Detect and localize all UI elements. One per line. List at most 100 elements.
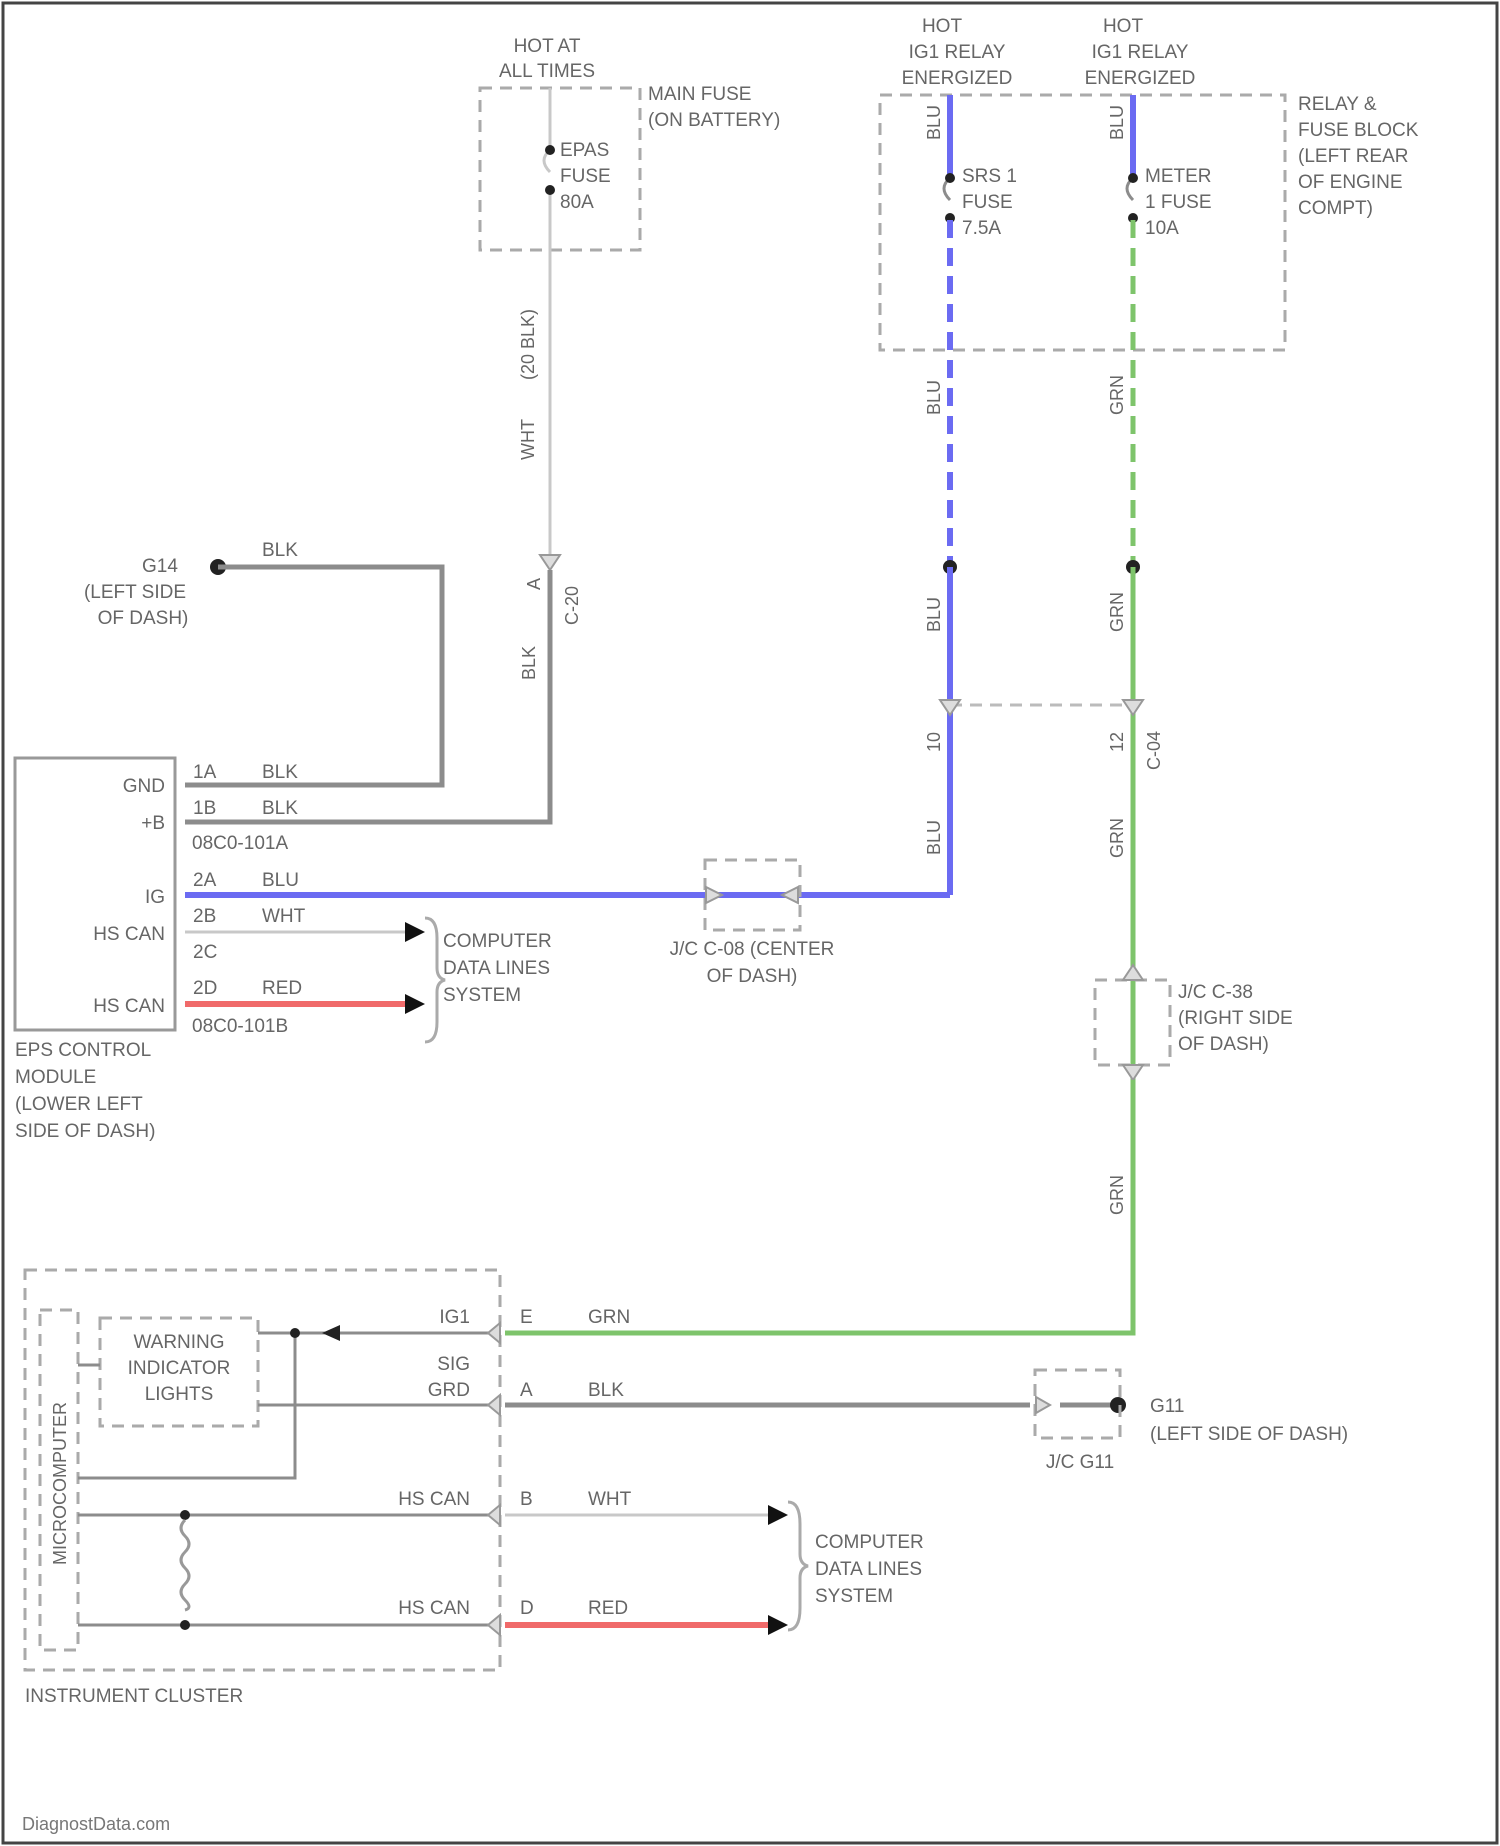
data-lines-2-3: SYSTEM bbox=[815, 1586, 893, 1607]
warning-lights-2: INDICATOR bbox=[128, 1358, 231, 1379]
ground-g11-terminal bbox=[1110, 1397, 1126, 1413]
eps-module-label-2: MODULE bbox=[15, 1067, 96, 1088]
relay-block-5: COMPT) bbox=[1298, 198, 1373, 219]
pin-12: 12 bbox=[1107, 732, 1127, 752]
conn-c20-label: C-20 bbox=[562, 586, 582, 625]
eps-pin-name-b: +B bbox=[141, 813, 165, 834]
wire-label: GRN bbox=[1107, 375, 1127, 415]
epas-fuse-1: EPAS bbox=[560, 140, 609, 161]
eps-pin-1b: 1B bbox=[193, 798, 216, 819]
cluster-pin-b: B bbox=[520, 1489, 533, 1510]
eps-pin-name-ig: IG bbox=[145, 887, 165, 908]
data-lines-1-2: DATA LINES bbox=[443, 958, 550, 979]
hot-main-line1: HOT AT bbox=[514, 36, 581, 57]
conn-c04-label: C-04 bbox=[1144, 731, 1164, 770]
data-lines-2-2: DATA LINES bbox=[815, 1559, 922, 1580]
srs-fuse-terminal bbox=[945, 173, 955, 183]
hot-ig1-right-1: HOT bbox=[1103, 16, 1144, 37]
hot-ig1-right-3: ENERGIZED bbox=[1085, 68, 1196, 89]
eps-module-label-4: SIDE OF DASH) bbox=[15, 1121, 155, 1142]
data-lines-1-3: SYSTEM bbox=[443, 985, 521, 1006]
eps-pin-2b: 2B bbox=[193, 906, 216, 927]
epas-fuse-terminal bbox=[545, 185, 555, 195]
ground-g11-loc: (LEFT SIDE OF DASH) bbox=[1150, 1424, 1348, 1445]
wire-label: BLK bbox=[588, 1380, 624, 1401]
conn-code-2: 08C0-101B bbox=[192, 1016, 288, 1037]
relay-block-1: RELAY & bbox=[1298, 94, 1377, 115]
meter-fuse-terminal bbox=[1128, 173, 1138, 183]
instrument-cluster-label: INSTRUMENT CLUSTER bbox=[25, 1686, 243, 1707]
wire-label: BLU bbox=[924, 105, 944, 140]
splice bbox=[290, 1328, 300, 1338]
wire-label: BLU bbox=[924, 380, 944, 415]
splice bbox=[180, 1620, 190, 1630]
microcomputer-label: MICROCOMPUTER bbox=[50, 1402, 70, 1565]
eps-pin-1a: 1A bbox=[193, 762, 217, 783]
diagram-border bbox=[3, 3, 1497, 1843]
eps-module-label-3: (LOWER LEFT bbox=[15, 1094, 143, 1115]
eps-module-label-1: EPS CONTROL bbox=[15, 1040, 151, 1061]
eps-pin-2d: 2D bbox=[193, 978, 217, 999]
footer-watermark: DiagnostData.com bbox=[22, 1814, 170, 1834]
meter-fuse-3: 10A bbox=[1145, 218, 1179, 239]
epas-fuse-2: FUSE bbox=[560, 166, 611, 187]
jc-c38-2: (RIGHT SIDE bbox=[1178, 1008, 1293, 1029]
wire-label: BLK bbox=[262, 798, 298, 819]
wire-label: BLU bbox=[924, 597, 944, 632]
wire-label: GRN bbox=[1107, 818, 1127, 858]
wire-label: GRN bbox=[588, 1307, 630, 1328]
wire-label: RED bbox=[262, 978, 302, 999]
wire-label: BLU bbox=[1107, 105, 1127, 140]
cluster-pin-name-ig1: IG1 bbox=[439, 1307, 470, 1328]
eps-pin-name-hscan: HS CAN bbox=[93, 996, 165, 1017]
cluster-pin-name-hscan: HS CAN bbox=[398, 1489, 470, 1510]
wire-label: RED bbox=[588, 1598, 628, 1619]
srs-fuse-2: FUSE bbox=[962, 192, 1013, 213]
relay-block-2: FUSE BLOCK bbox=[1298, 120, 1419, 141]
relay-block-3: (LEFT REAR bbox=[1298, 146, 1409, 167]
cluster-pin-e: E bbox=[520, 1307, 533, 1328]
jc-c38-3: OF DASH) bbox=[1178, 1034, 1269, 1055]
wire-label: BLK bbox=[262, 762, 298, 783]
meter-fuse-1: METER bbox=[1145, 166, 1212, 187]
cluster-pin-a: A bbox=[520, 1380, 533, 1401]
conn-a-label: A bbox=[524, 578, 544, 590]
wire-label: BLK bbox=[262, 540, 298, 561]
wire-label: WHT bbox=[588, 1489, 632, 1510]
wire-label: BLU bbox=[924, 820, 944, 855]
hot-main-line2: ALL TIMES bbox=[499, 61, 595, 82]
ground-g14-3: OF DASH) bbox=[98, 608, 189, 629]
jc-g11-label: J/C G11 bbox=[1046, 1452, 1114, 1473]
relay-block-4: OF ENGINE bbox=[1298, 172, 1403, 193]
jc-c08-2: OF DASH) bbox=[707, 966, 798, 987]
wire-label: BLU bbox=[262, 870, 299, 891]
hot-ig1-left-3: ENERGIZED bbox=[902, 68, 1013, 89]
hot-ig1-left-1: HOT bbox=[922, 16, 963, 37]
eps-pin-2a: 2A bbox=[193, 870, 217, 891]
srs-fuse-1: SRS 1 bbox=[962, 166, 1017, 187]
wire-label: WHT bbox=[262, 906, 306, 927]
eps-pin-name-gnd: GND bbox=[123, 776, 165, 797]
hot-ig1-left-2: IG1 RELAY bbox=[909, 42, 1006, 63]
conn-code-1: 08C0-101A bbox=[192, 833, 288, 854]
main-fuse-label-2: (ON BATTERY) bbox=[648, 110, 780, 131]
eps-pin-2c: 2C bbox=[193, 942, 217, 963]
eps-pin-name-hscan: HS CAN bbox=[93, 924, 165, 945]
warning-lights-1: WARNING bbox=[133, 1332, 224, 1353]
epas-fuse-3: 80A bbox=[560, 192, 594, 213]
ground-g14-2: (LEFT SIDE bbox=[84, 582, 186, 603]
wire-label: WHT bbox=[518, 419, 538, 460]
wire-label: (20 BLK) bbox=[518, 309, 538, 380]
cluster-pin-d: D bbox=[520, 1598, 534, 1619]
warning-lights-3: LIGHTS bbox=[145, 1384, 214, 1405]
cluster-pin-name-sig: SIG bbox=[437, 1354, 470, 1375]
pin-10: 10 bbox=[924, 732, 944, 752]
epas-fuse-terminal bbox=[545, 145, 555, 155]
wire-label: GRN bbox=[1107, 1175, 1127, 1215]
jc-c38-1: J/C C-38 bbox=[1178, 982, 1253, 1003]
data-lines-1-1: COMPUTER bbox=[443, 931, 552, 952]
ground-g11: G11 bbox=[1150, 1396, 1185, 1417]
data-lines-2-1: COMPUTER bbox=[815, 1532, 924, 1553]
cluster-pin-name-grd: GRD bbox=[428, 1380, 470, 1401]
